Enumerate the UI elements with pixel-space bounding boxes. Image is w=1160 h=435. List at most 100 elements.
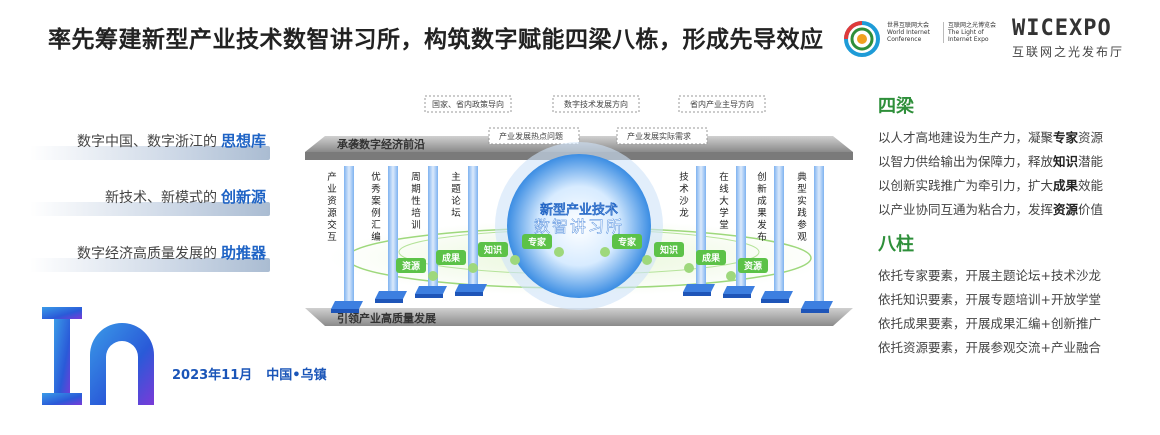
top-tag-label: 产业发展热点问题 (499, 131, 563, 141)
pillar-label-char: 坛 (451, 208, 461, 219)
wicexpo-wordmark: WICEXPO (1012, 16, 1112, 41)
pillar-base (683, 284, 715, 292)
ring-tag-bg (522, 234, 552, 249)
pillar-base-edge (415, 294, 443, 298)
pillar-label-char: 在 (719, 171, 729, 183)
ring-tag: 资源 (726, 258, 768, 281)
pillar-label-char: 创 (757, 171, 767, 183)
ring-tag-label: 资源 (744, 260, 762, 272)
person-icon (554, 247, 564, 257)
left-item-booster: 数字经济高质量发展的助推器 (30, 240, 270, 272)
ring-tag-label: 知识 (483, 244, 502, 256)
pillar-label-char: 训 (411, 220, 421, 231)
left-item-prefix: 新技术、新模式的 (104, 190, 217, 206)
left-item-highlight: 助推器 (220, 244, 266, 262)
top-tag-box (616, 127, 708, 145)
pillar-base (801, 301, 833, 309)
ring-tag-bg (738, 258, 768, 273)
pillar-shaft (696, 166, 706, 284)
event-info: 2023年11月中国•乌镇 (172, 364, 341, 383)
pillar-base (761, 291, 793, 299)
ring-tag-bg (654, 242, 684, 257)
person-icon (428, 271, 438, 281)
ring-tag-label: 资源 (402, 260, 420, 272)
left-item-prefix: 数字经济高质量发展的 (76, 246, 217, 262)
pillar-label-char: 发 (757, 219, 767, 231)
pillar-label-char: 资 (327, 196, 337, 207)
pillar-label-char: 汇 (371, 220, 381, 231)
pillar-shaft (388, 166, 398, 291)
ring-tag: 知识 (478, 242, 520, 265)
pillar-base-edge (761, 299, 789, 303)
wic-name-en: World Internet Conference (887, 29, 930, 43)
ring-tag-bg (396, 258, 426, 273)
wic-name-cn: 世界互联网大会 (887, 22, 930, 29)
in-logo-icon (42, 307, 154, 405)
pillar-label-char: 践 (797, 207, 807, 219)
pillar-label-char: 沙 (679, 196, 689, 207)
ring-tag-bg (436, 250, 466, 265)
eight-pillars-line: 依托专家要素，开展主题论坛+技术沙龙 (878, 268, 1101, 283)
pillar-label-char: 秀 (371, 183, 381, 195)
pillar-label-char: 堂 (719, 219, 729, 231)
pillar-label-char: 案 (371, 195, 381, 207)
eight-pillars-line: 依托知识要素，开展专题培训+开放学堂 (878, 292, 1101, 307)
pillar-label-char: 交 (327, 219, 337, 231)
left-item-prefix: 数字中国、数字浙江的 (76, 134, 217, 150)
pillar-label-char: 观 (797, 232, 807, 243)
left-item-think-tank: 数字中国、数字浙江的思想库 (30, 128, 270, 160)
top-tag-box (678, 95, 766, 113)
pillar-label-char: 型 (797, 184, 807, 195)
top-tag-label: 国家、省内政策导向 (432, 99, 504, 109)
pillar-label-char: 技 (679, 171, 689, 183)
pillar-label-char: 参 (797, 219, 807, 231)
page-title: 率先筹建新型产业技术数智讲习所，构筑数字赋能四梁八栋，形成先导效应 (48, 27, 824, 53)
left-item-bar (30, 258, 270, 272)
person-icon (510, 255, 520, 265)
eight-pillars-title: 八柱 (878, 234, 914, 255)
pillar-label-char: 周 (411, 172, 421, 183)
pillar-shaft (428, 166, 438, 286)
person-icon (642, 255, 652, 265)
ring-tag-label: 知识 (659, 244, 678, 256)
pillar-label-char: 互 (327, 232, 337, 243)
right-panel: 四梁 以人才高地建设为生产力，凝聚专家资源 以智力供给输出为保障力，释放知识潜能… (878, 92, 1148, 360)
ring-tag-bg (612, 234, 642, 249)
expo-name-en: The Light of Internet Expo (948, 29, 989, 43)
ring-tag-label: 成果 (702, 252, 721, 264)
pillar-label-char: 学 (719, 207, 729, 219)
center-title-line2: 数智讲习所 (534, 217, 624, 236)
ring-tag-bg (478, 242, 508, 257)
pillar-shaft (774, 166, 784, 291)
left-item-bar (30, 202, 270, 216)
person-icon (468, 263, 478, 273)
wicexpo-logo: WICEXPO 互联网之光发布厅 (1012, 16, 1142, 60)
pillar-label-char: 培 (411, 207, 421, 219)
center-circle (507, 154, 651, 298)
pillar-label-char: 业 (327, 184, 337, 195)
person-icon (684, 263, 694, 273)
pillar-base (375, 291, 407, 299)
left-item-highlight: 思想库 (220, 132, 266, 150)
right-pillar: 技术沙龙 (679, 166, 715, 296)
ring-tag: 成果 (684, 250, 726, 273)
pillar-label-char: 产 (327, 171, 337, 183)
bottom-beam (305, 308, 853, 326)
person-icon (726, 271, 736, 281)
pillar-label-char: 典 (797, 171, 807, 183)
pillar-base-edge (455, 292, 483, 296)
pillar-base (723, 286, 755, 294)
pillar-base-edge (801, 309, 829, 313)
ring-tag: 资源 (396, 258, 438, 281)
center-title-line1: 新型产业技术 (540, 202, 618, 218)
pillar-label-char: 编 (371, 231, 381, 243)
pillar-base (331, 301, 363, 309)
pillar-label-char: 论 (451, 195, 461, 207)
left-item-bar (30, 146, 270, 160)
pillar-shaft (814, 166, 824, 301)
